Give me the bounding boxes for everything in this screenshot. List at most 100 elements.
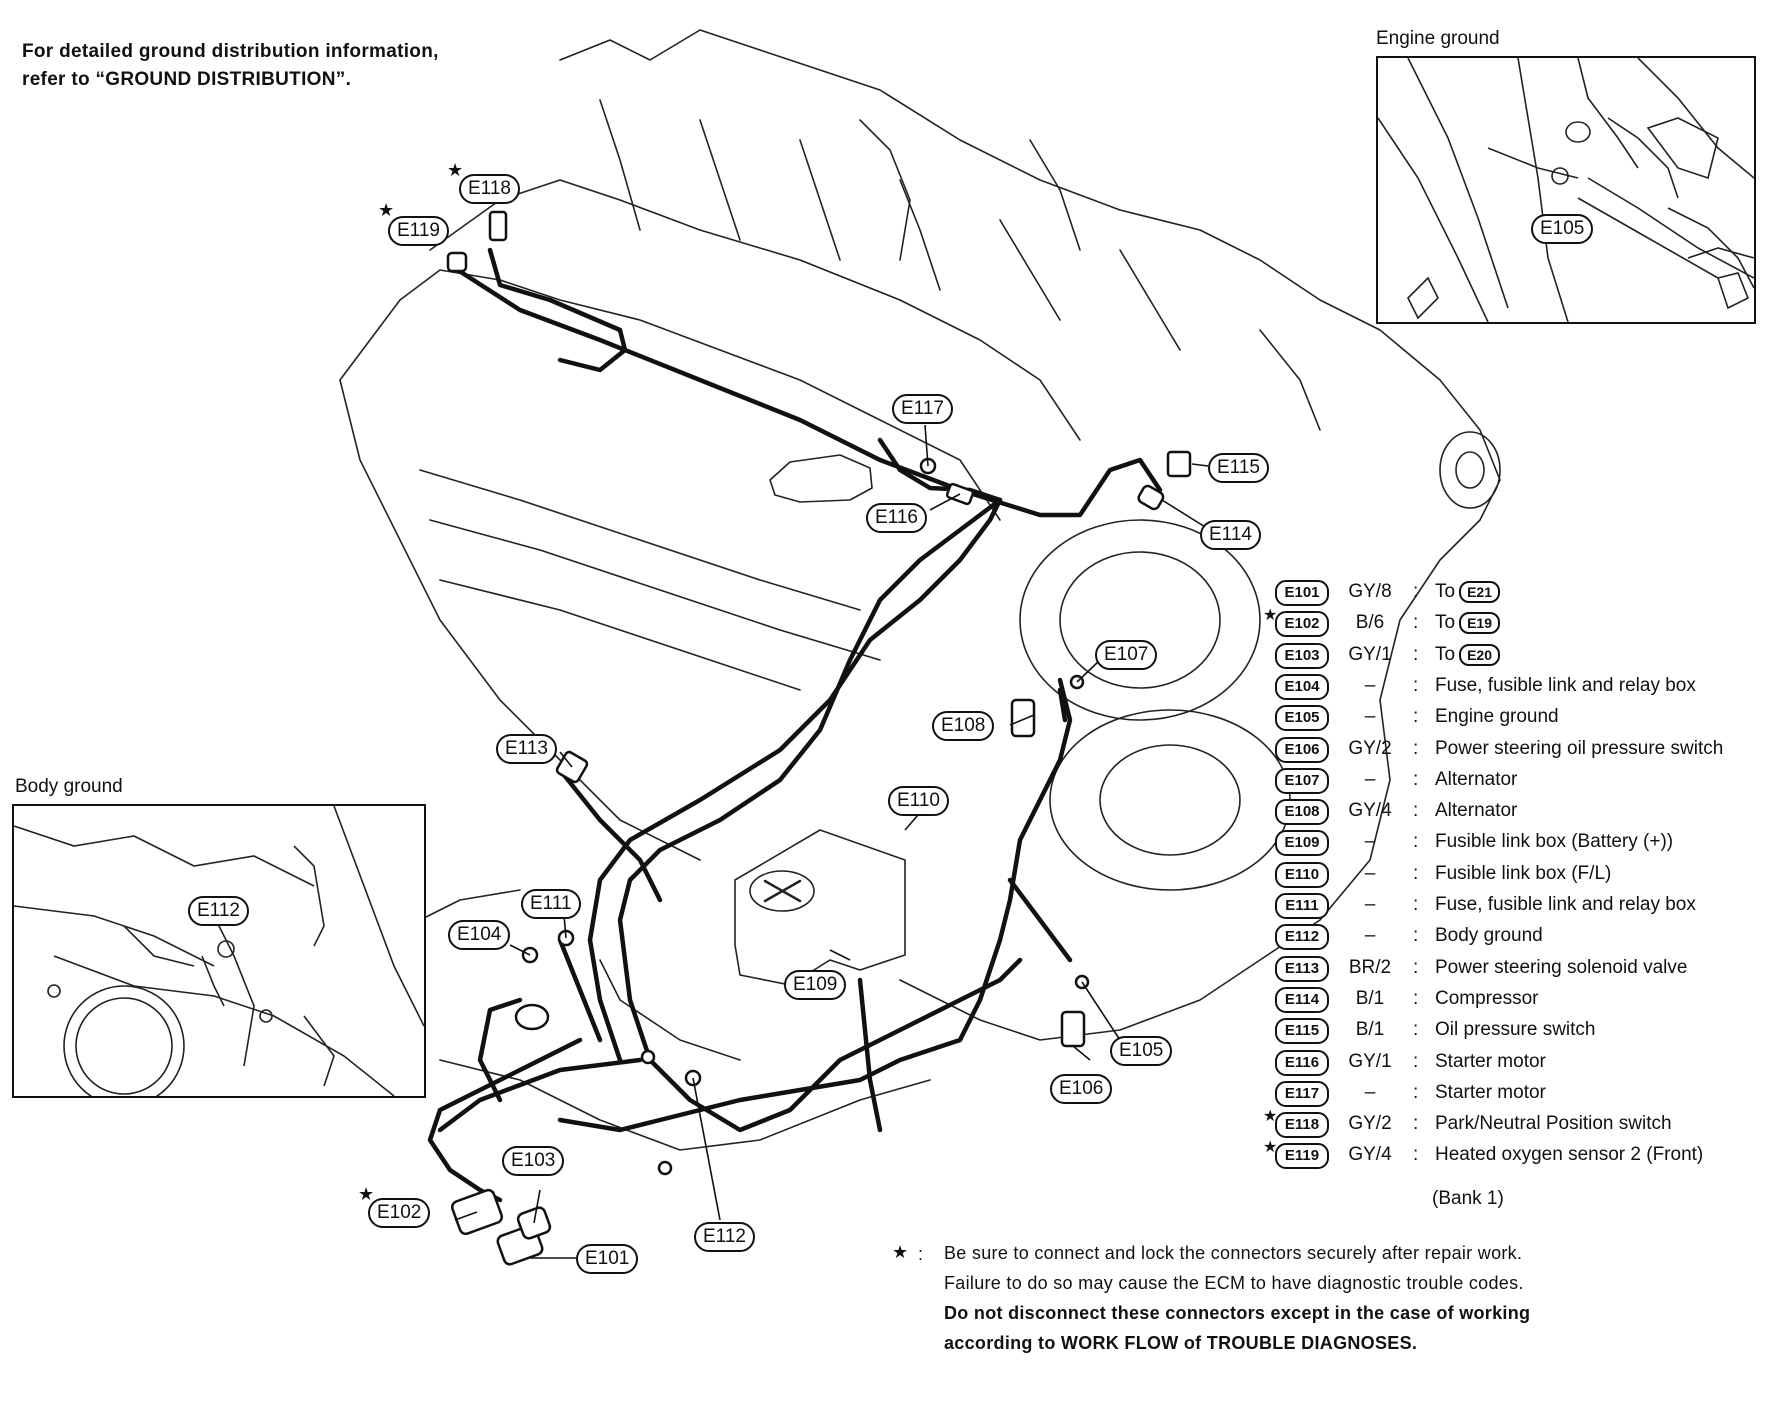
legend-colon: : [1413, 1081, 1419, 1103]
legend-destination-text: Compressor [1435, 987, 1539, 1009]
legend-colon: : [1413, 956, 1419, 978]
legend-destination: Oil pressure switch [1435, 1019, 1596, 1041]
legend-destination: Body ground [1435, 925, 1543, 947]
callout-e108: E108 [932, 711, 995, 741]
legend-row: E112–:Body ground [1245, 924, 1785, 954]
callout-e103: E103 [502, 1146, 565, 1176]
legend-to-connector: E21 [1459, 581, 1500, 603]
legend-connector-code: E103 [1275, 642, 1329, 669]
legend-wire-spec: – [1364, 925, 1376, 947]
legend-wire-spec: GY/4 [1348, 1144, 1392, 1166]
callout-e105: E105 [1110, 1036, 1173, 1066]
footnote-line-1: Be sure to connect and lock the connecto… [944, 1243, 1523, 1263]
legend-destination: Fusible link box (Battery (+)) [1435, 831, 1673, 853]
legend-destination-text: Power steering oil pressure switch [1435, 737, 1724, 759]
callout-e110: E110 [888, 786, 949, 816]
legend-destination: Alternator [1435, 800, 1517, 822]
legend-row: E104–:Fuse, fusible link and relay box [1245, 673, 1785, 704]
legend-connector-code: E106 [1275, 736, 1329, 763]
callout-e116: E116 [866, 503, 927, 533]
ground-distribution-note: For detailed ground distribution informa… [22, 38, 439, 94]
legend-destination-text: Body ground [1435, 925, 1543, 947]
callout-e115: E115 [1208, 453, 1269, 483]
legend-connector-code: E102 [1275, 611, 1329, 638]
callout-e113: E113 [496, 734, 557, 764]
legend-continuation: (Bank 1) [1432, 1188, 1504, 1209]
legend-destination: Fuse, fusible link and relay box [1435, 675, 1696, 697]
legend-destination: Alternator [1435, 769, 1517, 791]
callout-e114: E114 [1200, 520, 1261, 550]
callout-e102: E102 [368, 1198, 431, 1228]
e102-star: ★ [358, 1184, 375, 1204]
legend-wire-spec: B/1 [1355, 987, 1385, 1009]
callout-e106: E106 [1050, 1074, 1113, 1104]
legend-destination-text: Alternator [1435, 800, 1518, 822]
legend-connector-code: E114 [1275, 986, 1329, 1013]
legend-row: E111–:Fuse, fusible link and relay box [1245, 893, 1785, 923]
legend-wire-spec: GY/2 [1348, 1113, 1392, 1135]
legend-wire-spec: – [1364, 768, 1376, 790]
callout-e118: E118 [459, 174, 520, 204]
legend-row: E109–:Fusible link box (Battery (+)) [1245, 830, 1785, 860]
legend-destination-text: Starter motor [1435, 1050, 1546, 1072]
footnote: Be sure to connect and lock the connecto… [944, 1238, 1530, 1358]
legend-wire-spec: GY/1 [1348, 643, 1392, 665]
body-ground-inset-title: Body ground [15, 776, 123, 797]
legend-connector-code: E104 [1275, 673, 1329, 700]
legend-destination: Starter motor [1435, 1082, 1546, 1104]
legend-colon: : [1413, 987, 1419, 1009]
legend-connector-code: E115 [1275, 1018, 1329, 1045]
legend-wire-spec: – [1364, 674, 1376, 696]
legend-to-connector: E20 [1459, 643, 1500, 666]
legend-colon: : [1413, 1113, 1419, 1135]
body-ground-inset [12, 804, 426, 1098]
callout-e104: E104 [448, 920, 511, 950]
legend-colon: : [1413, 894, 1419, 915]
legend-connector-code: E112 [1275, 924, 1329, 951]
legend-destination-text: Oil pressure switch [1435, 1019, 1596, 1041]
e119-star: ★ [378, 200, 395, 220]
body-ground-inset-callout: E112 [188, 896, 249, 926]
legend-row: E114 B/1: Compressor [1245, 986, 1785, 1017]
legend-connector-code: E110 [1275, 861, 1329, 888]
legend-destination: Fuse, fusible link and relay box [1435, 894, 1696, 916]
legend-colon: : [1413, 581, 1419, 602]
footnote-line-2: Failure to do so may cause the ECM to ha… [944, 1273, 1524, 1293]
legend-colon: : [1413, 643, 1419, 665]
battery-outline [734, 829, 906, 986]
callout-e119: E119 [388, 216, 449, 246]
legend-to-prefix: To [1435, 643, 1456, 665]
legend-colon: : [1413, 612, 1419, 634]
engine-ground-inset-drawing [1378, 58, 1754, 322]
legend-wire-spec: GY/4 [1348, 800, 1392, 822]
legend-colon: : [1413, 1019, 1419, 1041]
legend-destination: Power steering oil pressure switch [1435, 738, 1723, 760]
legend-colon: : [1413, 1144, 1419, 1166]
engine-ground-inset [1376, 56, 1756, 324]
legend-wire-spec: – [1364, 831, 1376, 853]
legend-connector-code: E116 [1275, 1049, 1329, 1076]
legend-connector-code: E113 [1275, 955, 1329, 982]
legend-connector-code: E117 [1275, 1080, 1329, 1107]
legend-destination: Compressor [1435, 988, 1538, 1010]
e118-star: ★ [447, 160, 464, 180]
legend-wire-spec: – [1364, 862, 1376, 884]
callout-e112: E112 [694, 1222, 755, 1252]
legend-star: ★ [1263, 1139, 1278, 1157]
legend-connector-code: E111 [1275, 893, 1329, 919]
footnote-star: ★ [892, 1242, 909, 1262]
note-line-2: refer to “GROUND DISTRIBUTION”. [22, 69, 352, 90]
body-ground-inset-drawing [14, 806, 424, 1096]
legend-wire-spec: B/1 [1355, 1019, 1385, 1041]
legend-to-prefix: To [1435, 581, 1456, 602]
